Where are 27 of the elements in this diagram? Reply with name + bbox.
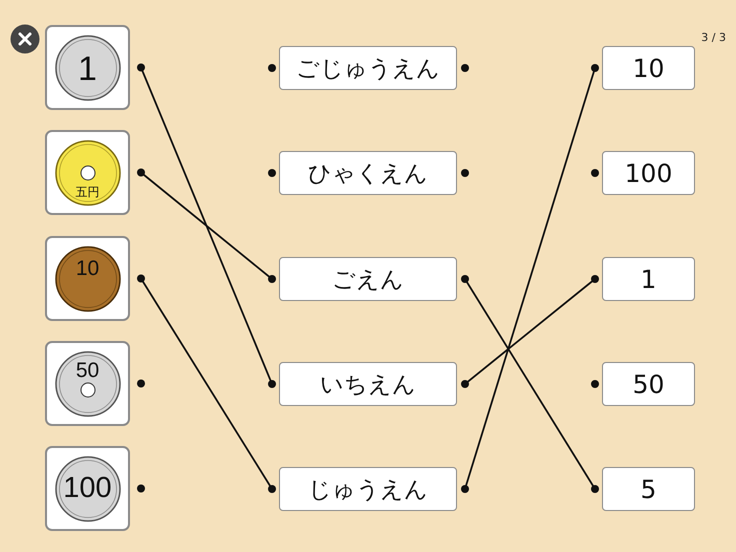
number-card: 5: [602, 467, 695, 511]
connector-line: [461, 275, 599, 388]
coin-card: [45, 236, 130, 321]
coin-value: 10: [74, 258, 100, 279]
word-card: ごじゅうえん: [279, 46, 457, 90]
coin-card: [45, 446, 130, 531]
coin-value: 100: [62, 474, 113, 503]
number-card: 100: [602, 151, 695, 195]
coin-card: [45, 130, 130, 215]
connector-line: [137, 168, 276, 283]
coin-value: 50: [74, 360, 100, 381]
connector-line: [461, 64, 599, 493]
word-card: いちえん: [279, 362, 457, 406]
coin-card: [45, 341, 130, 426]
coin-value: 1: [77, 52, 98, 86]
number-card: 50: [602, 362, 695, 406]
coin-card: [45, 25, 130, 110]
word-card: ごえん: [279, 257, 457, 301]
connector-line: [461, 275, 599, 493]
number-card: 10: [602, 46, 695, 90]
number-card: 1: [602, 257, 695, 301]
coin-value: 五円: [74, 186, 100, 198]
connector-line: [137, 274, 276, 493]
page-counter: 3 / 3: [701, 31, 726, 44]
word-card: ひゃくえん: [279, 151, 457, 195]
word-card: じゅうえん: [279, 467, 457, 511]
connector-line: [137, 64, 276, 388]
